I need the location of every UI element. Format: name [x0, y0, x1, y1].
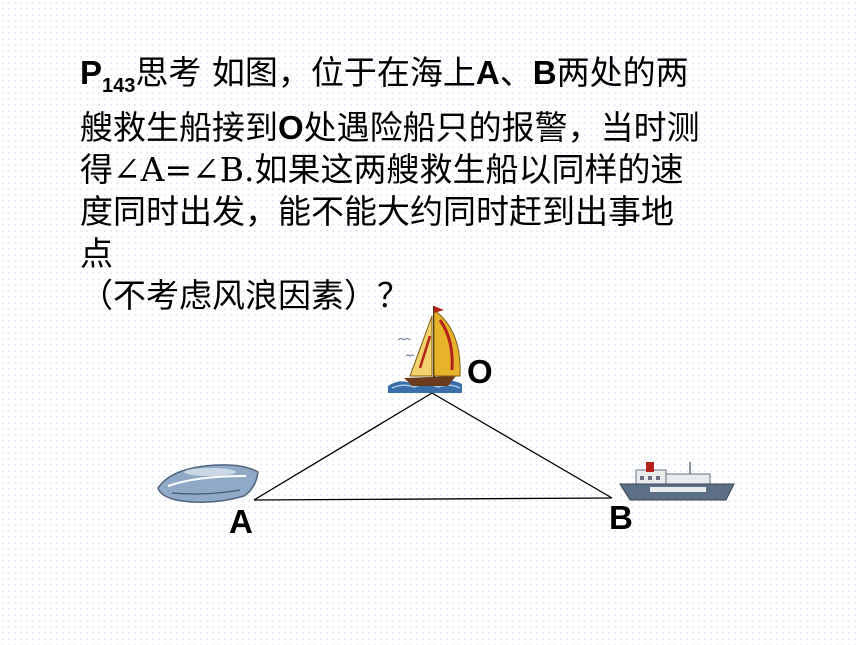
problem-text-fragment: 处遇险船只的报警，当时测	[303, 108, 700, 147]
lifeboat-icon	[157, 464, 259, 503]
angle-condition: ∠A=∠B.	[113, 150, 255, 189]
ship-icon	[619, 462, 735, 501]
edge-oa	[253, 392, 433, 501]
edge-ab	[253, 497, 613, 501]
problem-line-3: 得∠A=∠B.如果这两艘救生船以同样的速	[80, 149, 820, 191]
problem-text-fragment: 艘救生船接到	[80, 108, 278, 147]
point-a-ref: A	[475, 54, 500, 91]
problem-text-fragment: 、	[499, 53, 533, 92]
problem-ref-letter: P	[80, 54, 103, 91]
point-o-label: O	[467, 353, 493, 390]
sailboat-icon	[388, 306, 462, 393]
problem-line-6: （不考虑风浪因素）？	[80, 276, 410, 315]
problem-ref-number: 143	[102, 75, 136, 97]
problem-text-fragment: 思考 如图，位于在海上	[135, 53, 476, 92]
problem-text-fragment: 两处的两	[556, 53, 689, 92]
problem-text: P143思考 如图，位于在海上A、B两处的两 艘救生船接到O处遇险船只的报警，当…	[80, 52, 820, 317]
point-b-ref: B	[532, 54, 557, 91]
problem-text-fragment: 得	[80, 150, 113, 189]
problem-text-fragment: 如果这两艘救生船以同样的速	[254, 150, 684, 189]
problem-line-4: 度同时出发，能不能大约同时赶到出事地	[80, 192, 674, 231]
point-b-label: B	[609, 499, 633, 536]
point-o-ref: O	[278, 109, 304, 146]
problem-line-1: P143思考 如图，位于在海上A、B两处的两	[80, 52, 820, 107]
problem-line-2: 艘救生船接到O处遇险船只的报警，当时测	[80, 107, 820, 149]
point-a-label: A	[229, 503, 253, 540]
edge-ob	[431, 392, 613, 499]
problem-line-5: 点	[80, 234, 113, 273]
